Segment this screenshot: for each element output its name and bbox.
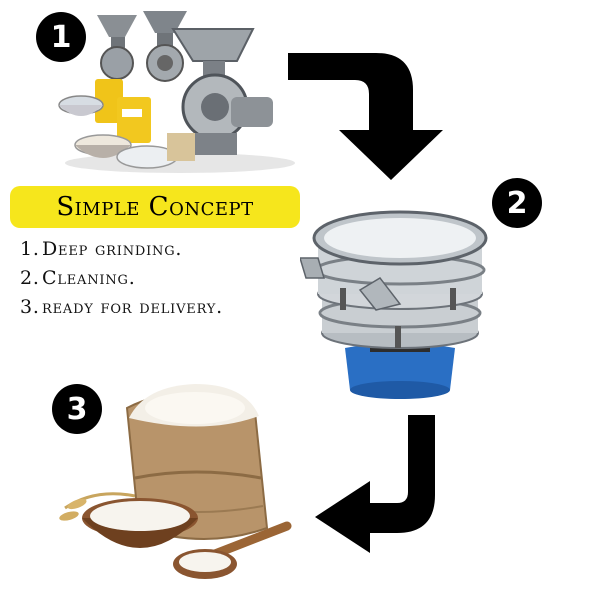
concept-step-3-text: ready for delivery. <box>42 296 223 318</box>
step-1-number: 1 <box>50 19 72 55</box>
flour-sack-and-bowl-image <box>59 384 292 579</box>
step-3-number: 3 <box>66 391 88 427</box>
concept-step-3-number: 3. <box>20 296 40 318</box>
flour-mill-machines-image <box>58 11 295 173</box>
simple-concept-banner: Simple Concept <box>10 186 300 228</box>
concept-steps-list: 1.Deep grinding. 2.Cleaning. 3.ready for… <box>20 238 310 325</box>
step-3-badge: 3 <box>52 384 102 434</box>
concept-step-2-number: 2. <box>20 267 40 289</box>
concept-title: Simple Concept <box>56 192 254 222</box>
step-2-badge: 2 <box>492 178 542 228</box>
concept-step-1-text: Deep grinding. <box>42 238 183 260</box>
vibrating-sieve-image <box>300 210 488 399</box>
step-1-badge: 1 <box>36 12 86 62</box>
arrow-step1-to-step2-icon <box>288 53 443 180</box>
concept-step-1: 1.Deep grinding. <box>20 238 310 267</box>
arrow-step2-to-step3-icon <box>315 415 435 553</box>
concept-step-2: 2.Cleaning. <box>20 267 310 296</box>
step-2-number: 2 <box>506 185 528 221</box>
concept-step-3: 3.ready for delivery. <box>20 296 310 325</box>
concept-step-1-number: 1. <box>20 238 40 260</box>
concept-step-2-text: Cleaning. <box>42 267 136 289</box>
